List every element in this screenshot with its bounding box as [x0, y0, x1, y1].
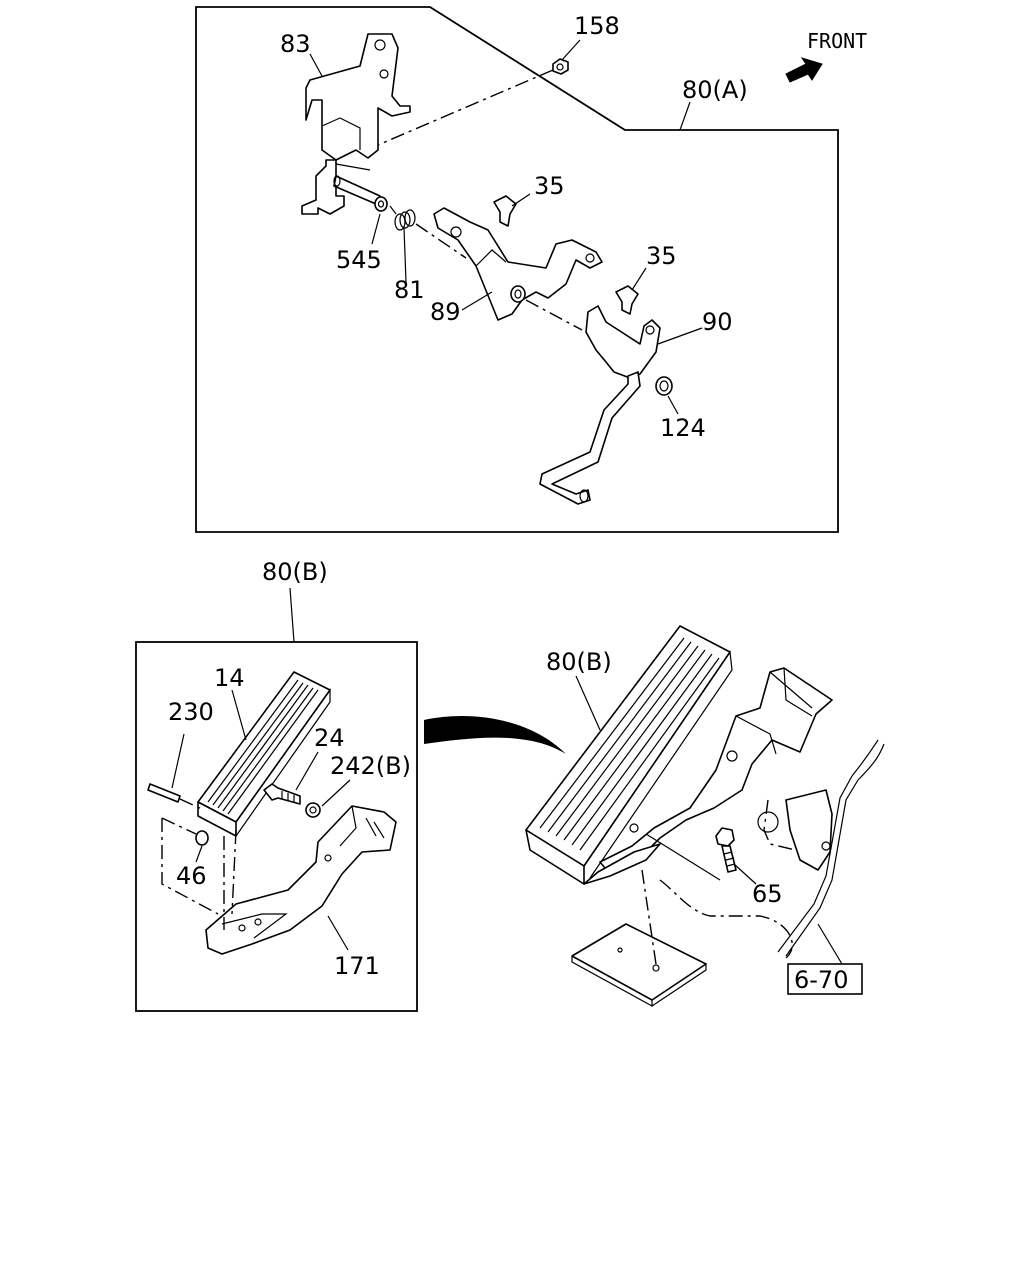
- callout-80b-box: 80(B): [262, 558, 328, 586]
- callout-14: 14: [214, 664, 245, 692]
- callout-65: 65: [752, 880, 783, 908]
- front-label: FRONT: [807, 29, 867, 53]
- part-83-bracket: [301, 33, 411, 215]
- callout-242b: 242(B): [330, 752, 411, 780]
- part-81-spring: [389, 205, 416, 231]
- callout-80a: 80(A): [682, 76, 748, 104]
- side-panel: [757, 739, 885, 957]
- floor-plate: [571, 923, 707, 1001]
- transition-arrow-icon: [424, 716, 566, 754]
- leader-158: [377, 69, 554, 146]
- assembly-80b-frame: [135, 641, 418, 1012]
- assembly-80a: FRONT: [195, 6, 867, 533]
- callout-545: 545: [336, 246, 382, 274]
- assembly-80a-frame: [195, 6, 839, 533]
- part-46-clip: [161, 817, 219, 915]
- assembly-80b-detail: 80(B): [135, 558, 418, 1012]
- leader-89-90: [525, 299, 583, 331]
- leader-80b-box: [289, 587, 295, 643]
- part-158-nut: [552, 58, 569, 75]
- callout-124: 124: [660, 414, 706, 442]
- callout-46: 46: [176, 862, 207, 890]
- body-outline: [659, 879, 793, 959]
- part-545-washer: [374, 196, 388, 212]
- callout-230: 230: [168, 698, 214, 726]
- callout-158: 158: [574, 12, 620, 40]
- leader-lines-80b: [171, 689, 351, 951]
- leader-pivot: [415, 223, 467, 259]
- installed-pedal-view: 80(B) 65 6-70: [525, 625, 885, 1008]
- reference-box-label: 6-70: [794, 966, 848, 994]
- installed-bracket: [599, 667, 833, 875]
- part-14-pedal-pad: [197, 671, 331, 837]
- leader-lines-80a: [309, 39, 703, 415]
- callout-81: 81: [394, 276, 425, 304]
- callout-80b-pedal: 80(B): [546, 648, 612, 676]
- callout-24: 24: [314, 724, 345, 752]
- callout-35-lower: 35: [646, 242, 677, 270]
- part-171-bracket: [205, 805, 397, 955]
- part-24-bolt: [263, 783, 301, 805]
- callout-90: 90: [702, 308, 733, 336]
- part-124-bushing: [655, 376, 673, 396]
- callout-35-upper: 35: [534, 172, 565, 200]
- part-35-clip-upper: [493, 195, 517, 227]
- part-89-lever: [433, 207, 603, 321]
- part-35-clip-lower: [615, 285, 639, 315]
- callout-83: 83: [280, 30, 311, 58]
- part-242b-nut: [305, 802, 321, 818]
- callout-171: 171: [334, 952, 380, 980]
- installed-pedal-pad: [525, 625, 733, 885]
- part-90-arm: [539, 305, 661, 505]
- reference-box: 6-70: [787, 923, 863, 995]
- callout-89: 89: [430, 298, 461, 326]
- front-arrow-icon: [785, 57, 823, 83]
- part-230-pin: [147, 783, 205, 811]
- part-65-bolt: [715, 827, 737, 873]
